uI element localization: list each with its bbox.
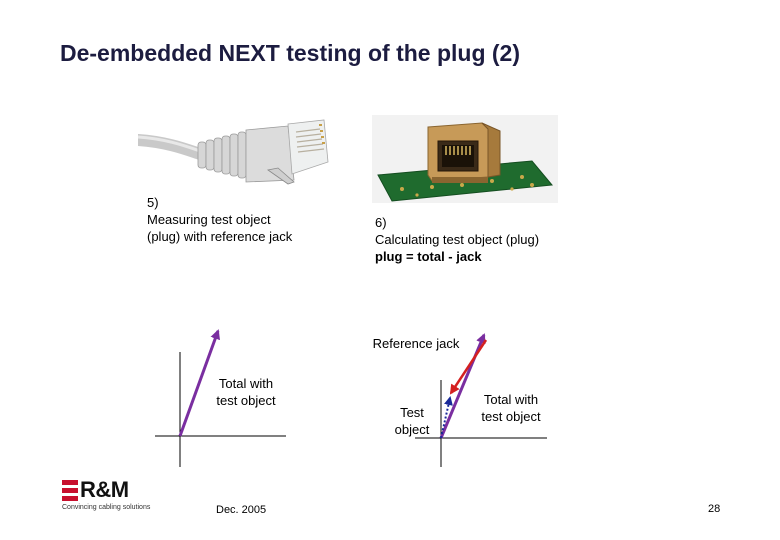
step5-number: 5) [147,195,159,210]
page-number: 28 [708,503,721,515]
step6-number: 6) [375,215,387,230]
reference-jack-vector [449,339,488,395]
jack-pcb-photo [372,115,558,203]
test-object-label: Test object [394,405,430,437]
right-axes [415,380,547,467]
footer-date: Dec. 2005 [216,504,267,516]
left-axes [155,352,286,467]
rm-logo: R&M Convincing cabling solutions [62,477,172,514]
step5-line2: (plug) with reference jack [147,229,293,244]
test-object-vector [440,396,453,439]
rm-logo-tagline: Convincing cabling solutions [62,504,151,511]
slide-title: De-embedded NEXT testing of the plug (2) [60,40,521,66]
step5-caption: 5) Measuring test object (plug) with ref… [147,194,292,245]
reference-jack-label: Reference jack [372,336,460,351]
step6-line1: Calculating test object (plug) [375,232,540,247]
left-total-label: Total with test object [216,376,276,408]
rm-logo-mark-icon [62,480,78,501]
step6-formula: plug = total - jack [375,249,482,264]
right-total-label: Total with test object [481,392,541,424]
left-total-vector [178,329,220,437]
plug-cable-photo [138,119,329,185]
step5-line1: Measuring test object [147,212,271,227]
step6-caption: 6) Calculating test object (plug) plug =… [375,214,539,265]
rm-logo-brand: R&M [80,477,129,502]
